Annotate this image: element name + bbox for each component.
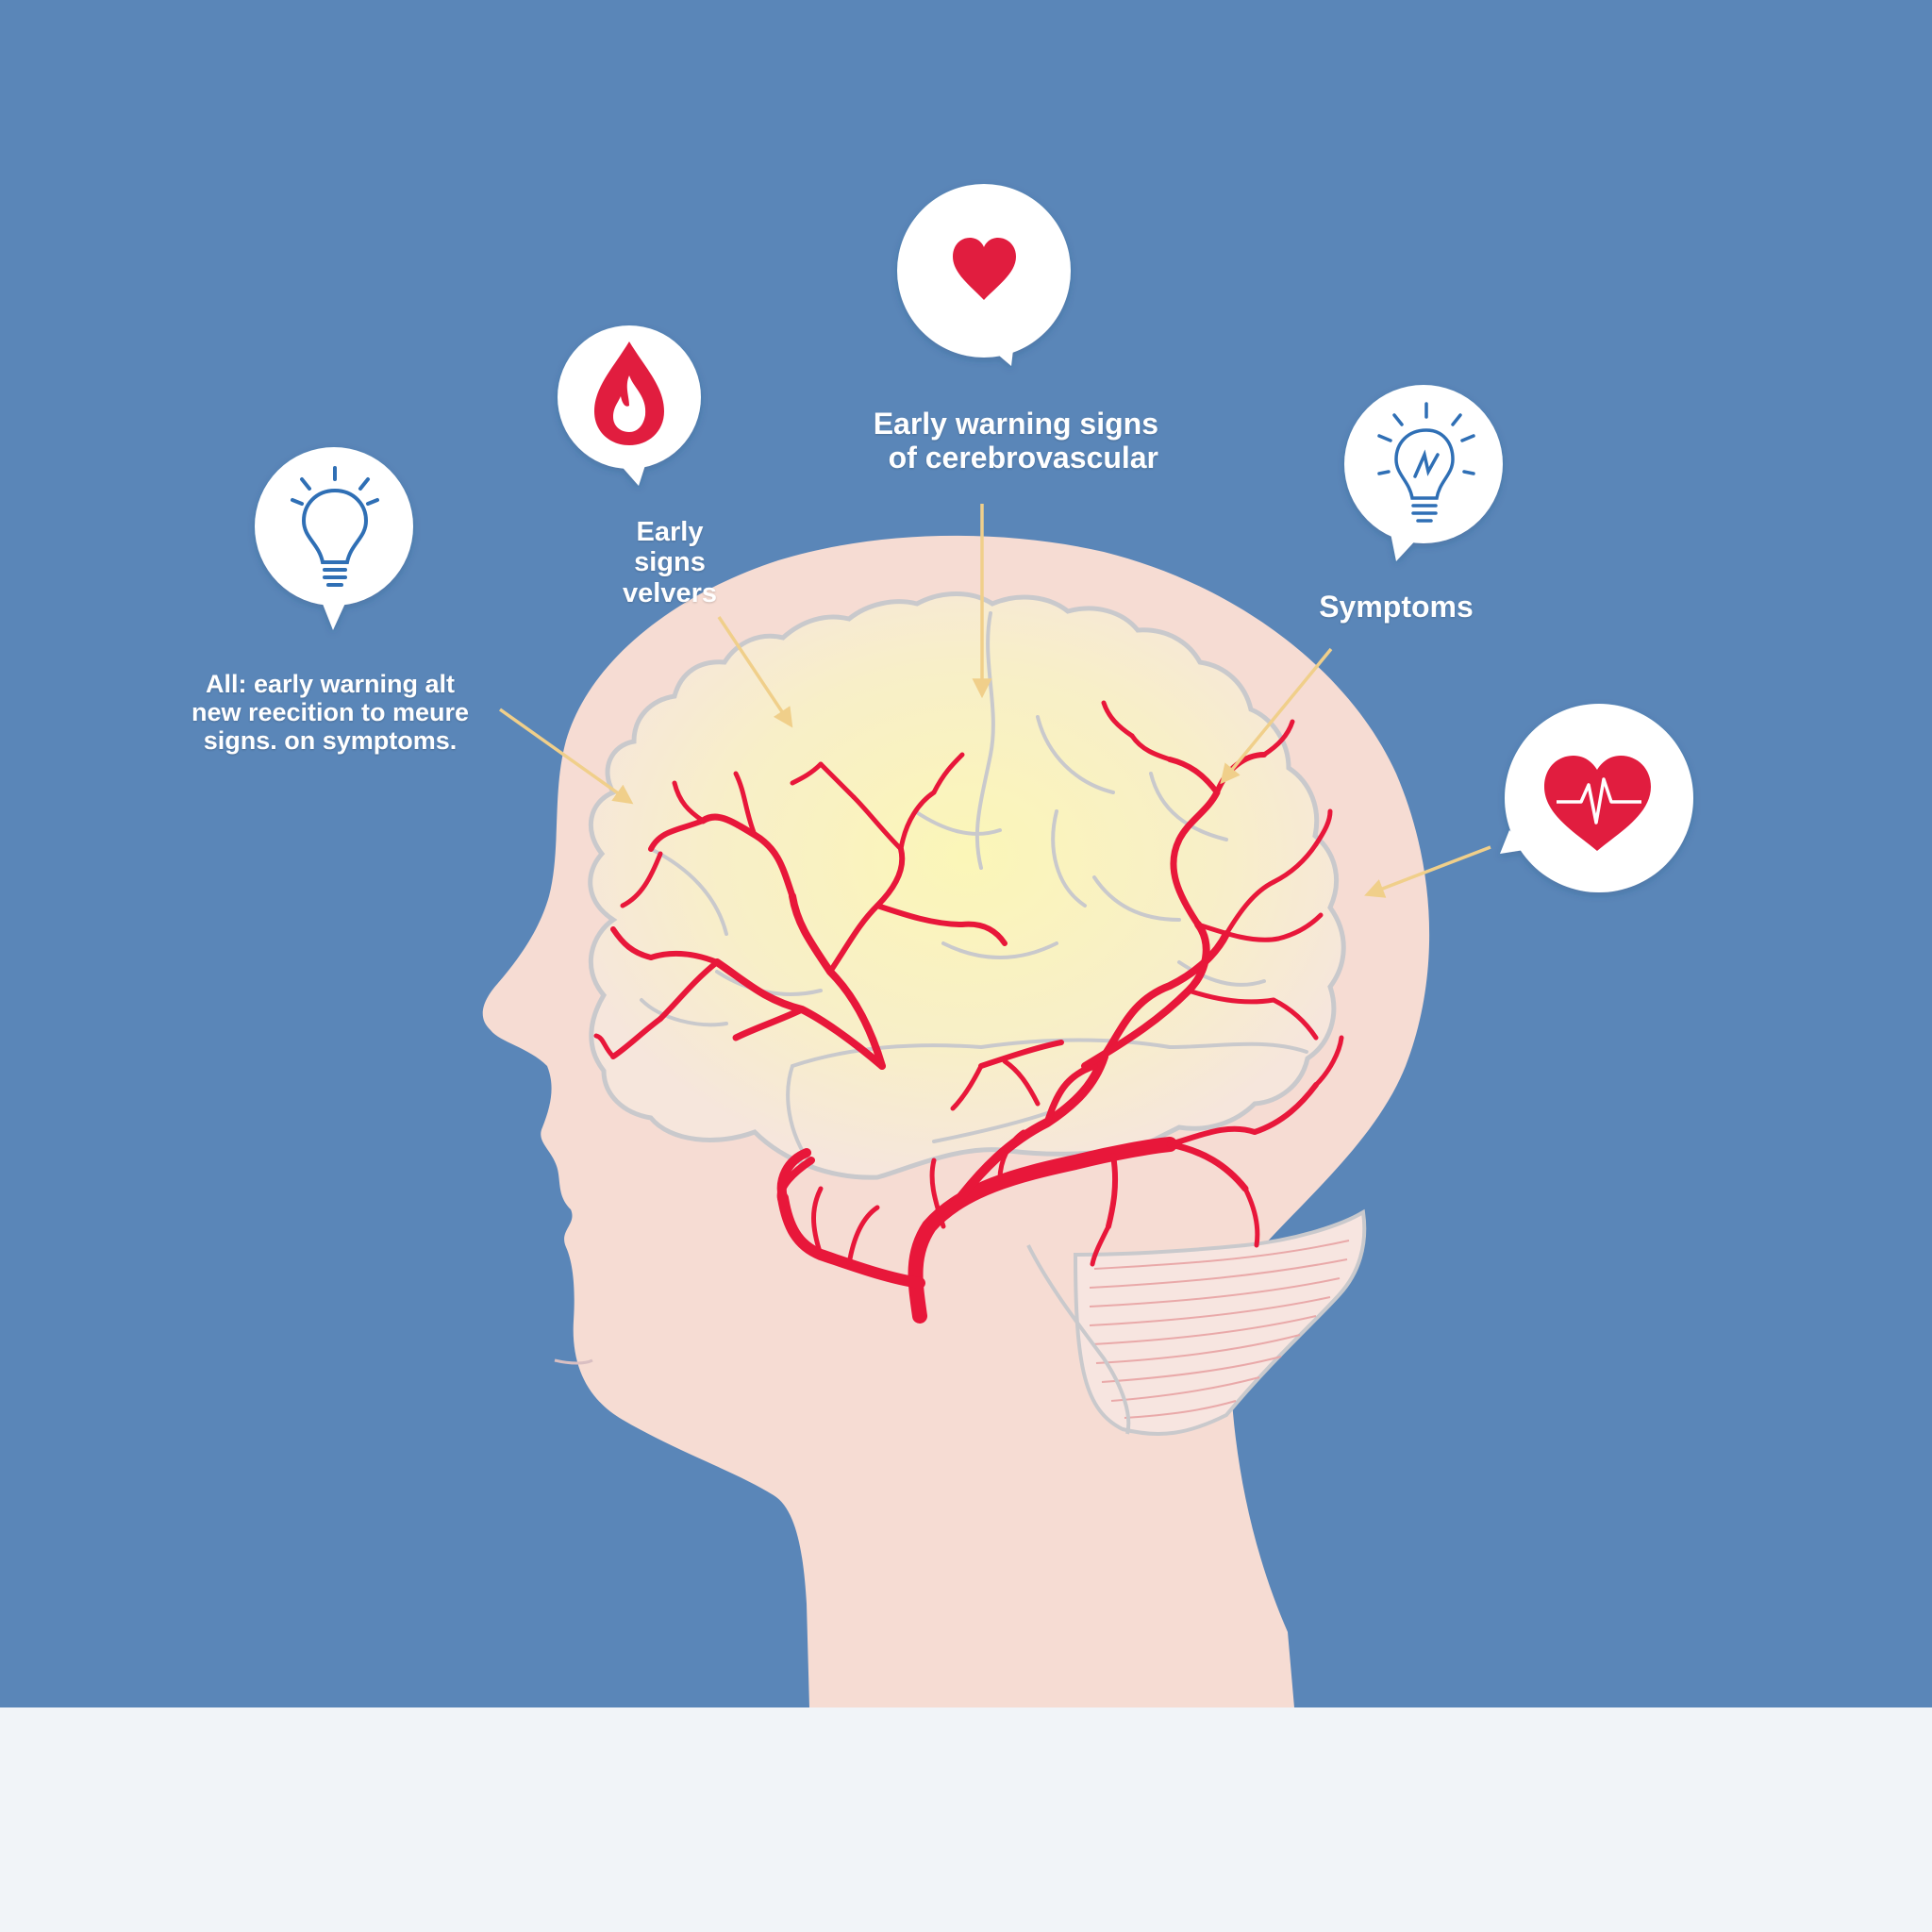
brain-outline — [588, 591, 1346, 1180]
lightbulb-icon — [291, 466, 379, 587]
pointer-arrows — [498, 504, 1491, 898]
arrow-right — [1220, 647, 1333, 785]
label-symptoms: Symptoms — [1264, 590, 1528, 625]
label-left-line-1: All: early warning alt — [205, 670, 456, 698]
arrow-left-center — [717, 616, 793, 728]
arrow-left — [498, 708, 634, 805]
label-early-signs: Early signs velvers — [571, 517, 769, 608]
lightbulb-idea-icon — [1377, 402, 1475, 523]
bubble-idea — [1344, 385, 1503, 561]
bubble-lightbulb — [255, 447, 413, 630]
heartbeat-heart-icon — [1544, 756, 1651, 851]
brain — [588, 591, 1367, 1436]
cerebral-arteries — [593, 700, 1344, 1324]
label-left-center-line-1: Early — [636, 517, 704, 547]
blood-drop-flame-icon — [594, 341, 664, 445]
label-left-line-2: new reecition to meure — [191, 698, 470, 727]
label-right-line-1: Symptoms — [1319, 590, 1474, 624]
heart-icon — [953, 238, 1016, 300]
label-left-center-line-3: velvers — [623, 577, 717, 608]
mouth-line — [554, 1358, 593, 1365]
cerebellum — [1073, 1208, 1367, 1436]
brain-stem — [1026, 1244, 1131, 1435]
arrow-far-right — [1364, 845, 1491, 898]
label-center-line-2: of cerebrovascular — [888, 440, 1158, 475]
label-main-heading: Early warning signs of cerebrovascular — [781, 407, 1158, 475]
label-left-line-3: signs. on symptoms. — [203, 726, 458, 756]
floor — [0, 1707, 1932, 1932]
label-center-line-1: Early warning signs — [873, 407, 1158, 441]
label-early-warning-note: All: early warning alt new reecition to … — [142, 670, 519, 756]
label-left-center-line-2: signs — [634, 547, 706, 578]
